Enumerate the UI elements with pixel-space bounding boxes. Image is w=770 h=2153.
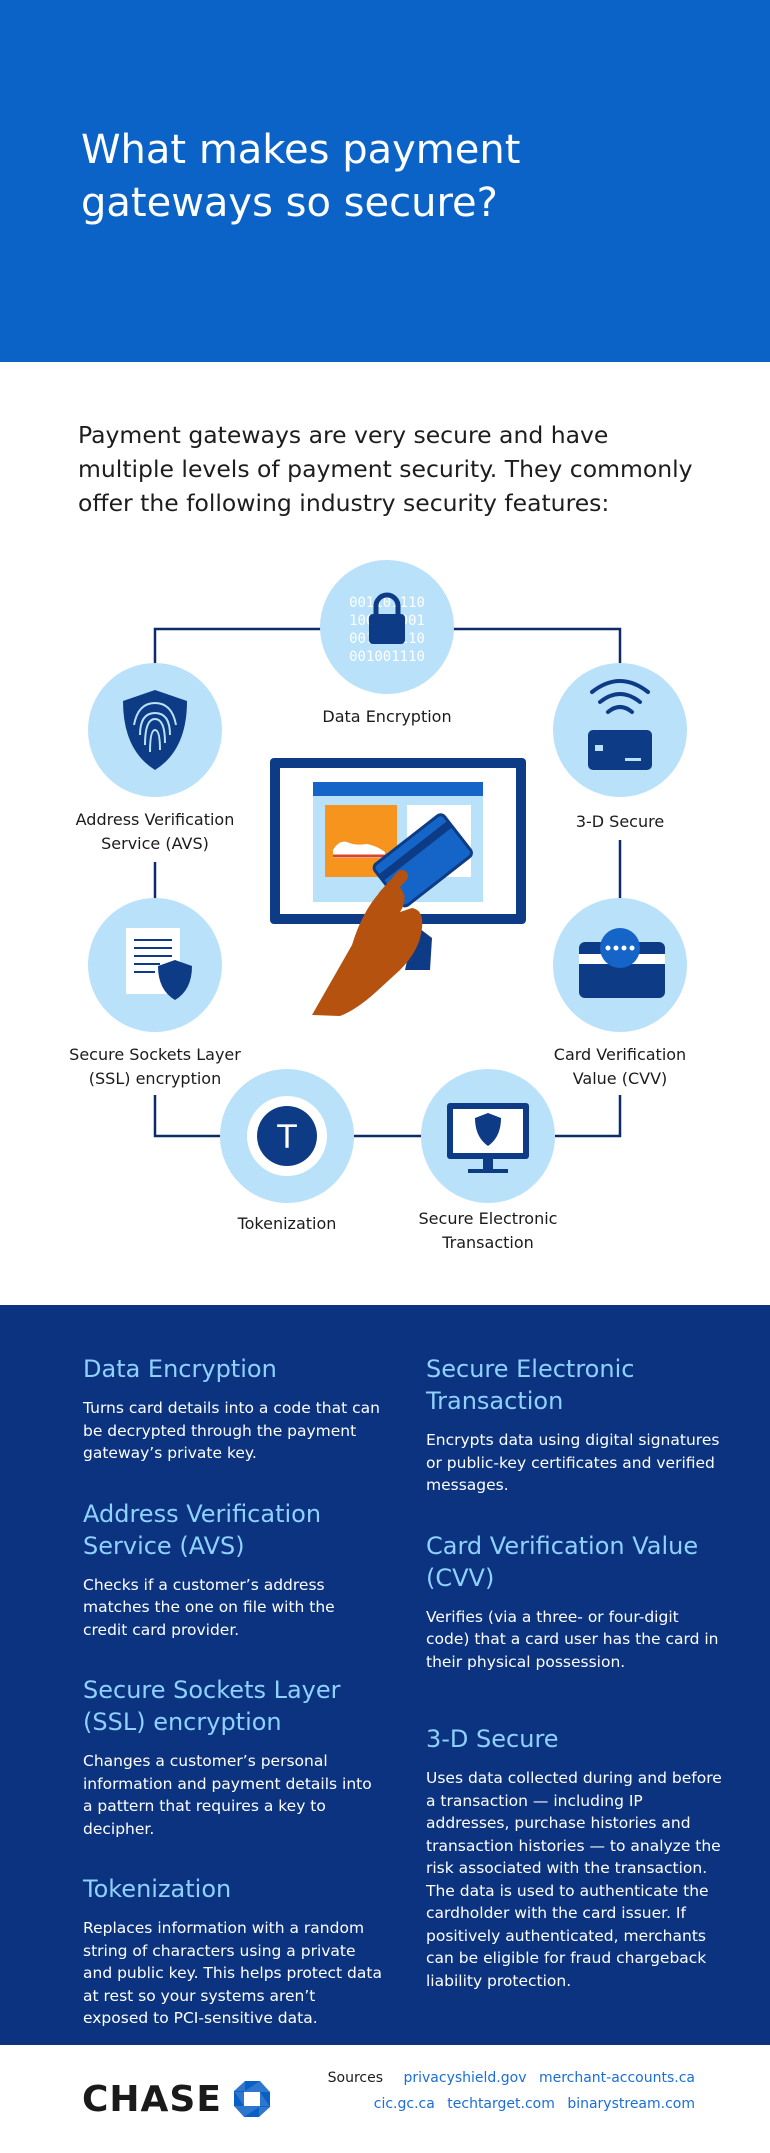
- payment-monitor-illustration: [270, 758, 526, 1016]
- detail-title: Secure Electronic Transaction: [426, 1355, 635, 1415]
- source-link[interactable]: binarystream.com: [567, 2096, 695, 2112]
- detail-item: Data Encryption Turns card details into …: [83, 1353, 383, 1465]
- details-right-column: Secure Electronic Transaction Encrypts d…: [426, 1353, 726, 1992]
- token-icon: T: [220, 1069, 354, 1203]
- label-avs: Address Verification Service (AVS): [75, 810, 235, 853]
- contactless-card-icon: [553, 663, 687, 797]
- sources-label: Sources: [327, 2070, 384, 2086]
- security-features-diagram: 001101110 100101001 001101110 001001110: [0, 540, 770, 1300]
- token-letter: T: [276, 1118, 297, 1156]
- binary-row: 001001110: [349, 649, 425, 665]
- detail-body: Changes a customer’s personal informatio…: [83, 1752, 372, 1838]
- detail-title: Tokenization: [83, 1875, 232, 1903]
- document-shield-icon: [88, 898, 222, 1032]
- detail-item: 3-D Secure Uses data collected during an…: [426, 1723, 726, 1992]
- detail-item: Card Verification Value (CVV) Verifies (…: [426, 1530, 726, 1674]
- card-cvv-icon: [553, 898, 687, 1032]
- source-link[interactable]: cic.gc.ca: [373, 2096, 435, 2112]
- label-set: Secure Electronic Transaction: [418, 1209, 558, 1252]
- source-link[interactable]: privacyshield.gov: [403, 2070, 527, 2086]
- detail-body: Encrypts data using digital signatures o…: [426, 1431, 720, 1494]
- intro-paragraph: Payment gateways are very secure and hav…: [78, 421, 693, 517]
- label-3d-secure: 3-D Secure: [575, 812, 665, 831]
- detail-title: Data Encryption: [83, 1355, 277, 1383]
- label-ssl: Secure Sockets Layer (SSL) encryption: [69, 1045, 241, 1088]
- detail-item: Tokenization Replaces information with a…: [83, 1873, 383, 2030]
- label-tokenization: Tokenization: [237, 1214, 337, 1233]
- data-encryption-icon: 001101110 100101001 001101110 001001110: [320, 560, 454, 694]
- sources-list: Sources privacyshield.gov merchant-accou…: [328, 2065, 695, 2117]
- detail-title: Secure Sockets Layer (SSL) encryption: [83, 1676, 341, 1736]
- detail-title: Card Verification Value (CVV): [426, 1531, 699, 1592]
- label-data-encryption: Data Encryption: [322, 707, 452, 726]
- details-left-column: Data Encryption Turns card details into …: [83, 1353, 383, 2030]
- detail-title: Address Verification Service (AVS): [83, 1499, 322, 1560]
- detail-item: Address Verification Service (AVS) Check…: [83, 1498, 383, 1642]
- diagram-graphic: 001101110 100101001 001101110 001001110: [88, 560, 687, 1203]
- source-link[interactable]: techtarget.com: [447, 2096, 555, 2112]
- detail-body: Uses data collected during and before a …: [426, 1769, 722, 1990]
- label-cvv: Card Verification Value (CVV): [553, 1045, 687, 1088]
- chase-logo: CHASE: [82, 2077, 270, 2121]
- chase-octagon-icon: [233, 2081, 270, 2117]
- monitor-shield-icon: [421, 1069, 555, 1203]
- page-title: What makes payment gateways so secure?: [81, 127, 521, 226]
- detail-title: 3-D Secure: [426, 1725, 559, 1753]
- detail-body: Turns card details into a code that can …: [83, 1399, 380, 1462]
- detail-item: Secure Electronic Transaction Encrypts d…: [426, 1353, 726, 1497]
- source-link[interactable]: merchant-accounts.ca: [538, 2070, 695, 2086]
- detail-item: Secure Sockets Layer (SSL) encryption Ch…: [83, 1674, 383, 1840]
- detail-body: Replaces information with a random strin…: [83, 1919, 382, 2027]
- details-section: Data Encryption Turns card details into …: [0, 1305, 770, 2045]
- detail-body: Verifies (via a three- or four-digit cod…: [426, 1607, 719, 1671]
- detail-body: Checks if a customer’s address matches t…: [83, 1575, 335, 1639]
- hero-banner: What makes payment gateways so secure?: [0, 0, 770, 362]
- brand-wordmark: CHASE: [82, 2078, 222, 2120]
- fingerprint-shield-icon: [88, 663, 222, 797]
- footer: CHASE Sources privacyshield.gov merchant…: [0, 2045, 770, 2153]
- connector-lines: [153, 627, 622, 1138]
- binary-row: 001101110: [349, 595, 425, 611]
